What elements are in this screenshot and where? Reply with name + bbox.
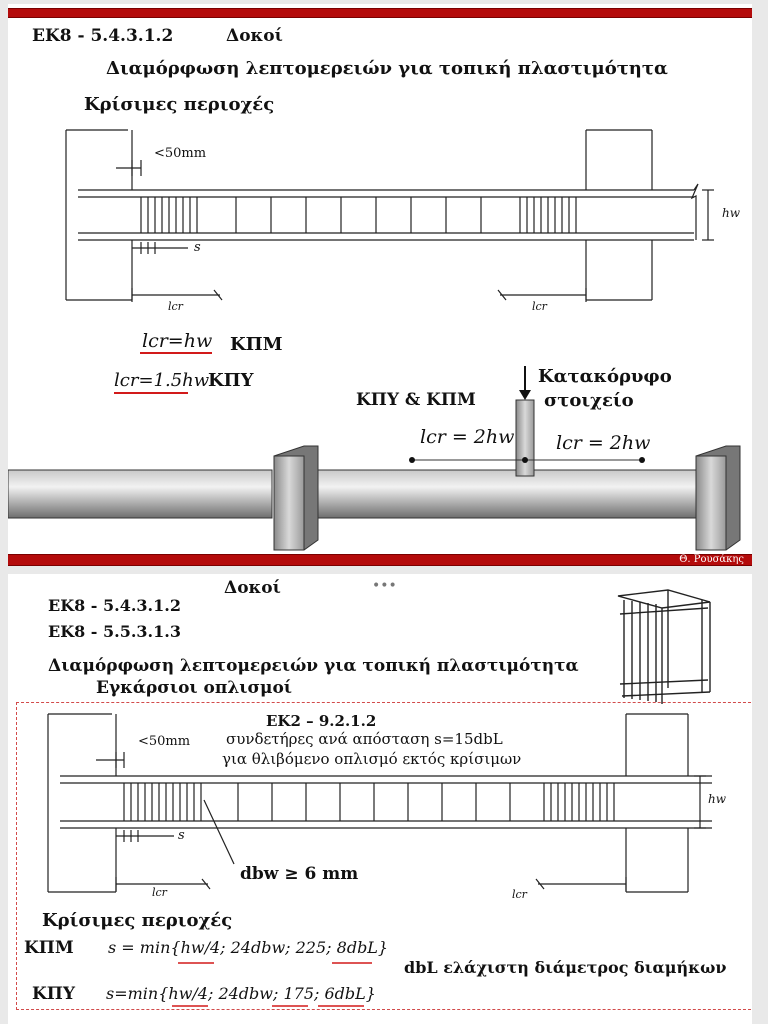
slide-2: Δοκοί ••• ΕΚ8 - 5.4.3.1.2 ΕΚ8 - 5.5.3.1.… <box>8 574 752 1024</box>
slide-subtitle: Διαμόρφωση λεπτομερειών για τοπική πλαστ… <box>106 58 668 79</box>
dim-lcr-left: lcr <box>152 886 167 899</box>
code-ref-2: ΕΚ8 - 5.5.3.1.3 <box>48 622 181 641</box>
critical-regions-heading: Κρίσιμες περιοχές <box>42 910 233 931</box>
bottom-bar <box>8 554 752 566</box>
vertical-element-label-2: στοιχείο <box>544 390 634 411</box>
slide-subtitle-2: Εγκάρσιοι οπλισμοί <box>96 678 293 698</box>
formula-kpy: lcr=1.5hw <box>114 370 210 391</box>
label-both: ΚΠΥ & ΚΠΜ <box>356 390 476 410</box>
dim-s: s <box>178 828 185 843</box>
dim-50mm: <50mm <box>138 734 191 749</box>
beam-detail-drawing <box>8 129 741 551</box>
critical-regions-heading: Κρίσιμες περιοχές <box>84 94 275 115</box>
kpy-formula: s=min{hw/4; 24dbw; 175; 6dbL} <box>106 984 376 1003</box>
dbw-label: dbw ≥ 6 mm <box>240 864 359 884</box>
slide-title: Δοκοί <box>226 26 283 46</box>
dbl-note: dbL ελάχιστη διάμετρος διαμήκων <box>404 958 727 977</box>
note-line-2: για θλιβόμενο οπλισμό εκτός κρίσιμων <box>222 750 522 768</box>
lcr-2hw-right: lcr = 2hw <box>556 432 651 454</box>
top-bar <box>8 8 752 18</box>
slide-title: Δοκοί <box>224 578 281 598</box>
kpm-label: ΚΠΜ <box>24 938 74 958</box>
author-footer: Θ. Ρουσάκης <box>679 554 744 565</box>
dim-hw: hw <box>708 792 726 806</box>
lcr-2hw-left: lcr = 2hw <box>420 426 515 448</box>
slide-1: ΕΚ8 - 5.4.3.1.2 Δοκοί Διαμόρφωση λεπτομε… <box>8 4 752 566</box>
detail-frame <box>16 702 752 1010</box>
kpm-formula: s = min{hw/4; 24dbw; 225; 8dbL} <box>108 938 389 957</box>
dim-50mm: <50mm <box>154 146 207 161</box>
dim-lcr-right: lcr <box>532 300 547 313</box>
vertical-element-label-1: Κατακόρυφο <box>538 366 672 387</box>
kpy-label: ΚΠΥ <box>32 984 75 1004</box>
label-kpy: ΚΠΥ <box>208 370 254 391</box>
dim-lcr-right: lcr <box>512 888 527 901</box>
ek2-code: ΕΚ2 – 9.2.1.2 <box>266 712 377 730</box>
dim-hw: hw <box>722 206 740 220</box>
slide-subtitle: Διαμόρφωση λεπτομερειών για τοπική πλαστ… <box>48 656 579 676</box>
code-ref: ΕΚ8 - 5.4.3.1.2 <box>32 26 174 46</box>
dim-s: s <box>194 240 201 255</box>
formula-kpm: lcr=hw <box>142 330 213 352</box>
label-kpm: ΚΠΜ <box>230 334 283 355</box>
rebar-cage-icon <box>617 589 711 704</box>
note-line-1: συνδετήρες ανά απόσταση s=15dbL <box>226 730 503 748</box>
cage-and-beam-drawing <box>47 589 712 1007</box>
more-icon[interactable]: ••• <box>372 578 397 594</box>
dim-lcr-left: lcr <box>168 300 183 313</box>
code-ref-1: ΕΚ8 - 5.4.3.1.2 <box>48 596 181 615</box>
